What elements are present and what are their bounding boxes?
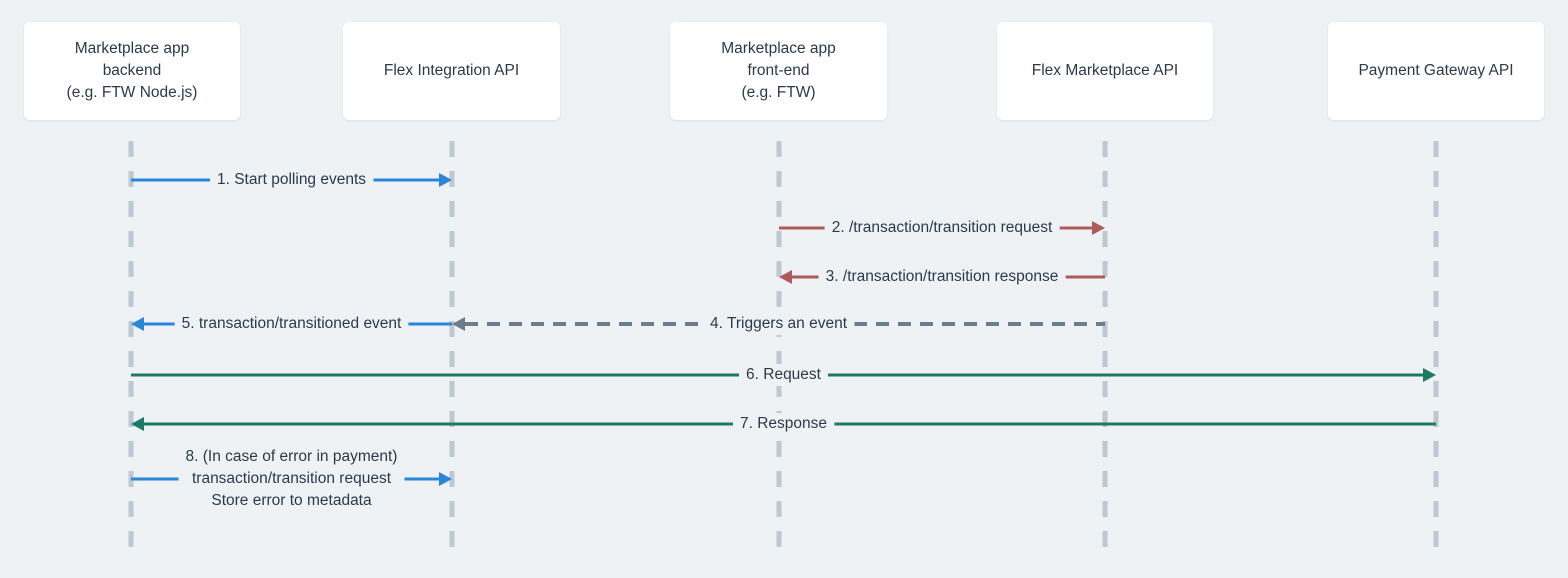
participant-label: Marketplace app front-end (e.g. FTW) <box>721 40 836 101</box>
participant-gateway: Payment Gateway API <box>1328 22 1544 120</box>
message-8 <box>131 472 452 486</box>
message-1 <box>131 173 452 187</box>
arrowhead-right <box>1092 221 1105 235</box>
arrowhead-right <box>439 472 452 486</box>
participant-label: Marketplace app backend (e.g. FTW Node.j… <box>66 40 198 101</box>
message-4 <box>452 317 1105 331</box>
arrowhead-left <box>131 317 144 331</box>
participant-marketplace: Flex Marketplace API <box>997 22 1213 120</box>
arrowhead-left <box>452 317 465 331</box>
participant-frontend: Marketplace app front-end (e.g. FTW) <box>670 22 887 120</box>
arrowhead-right <box>439 173 452 187</box>
message-6 <box>131 368 1436 382</box>
message-2 <box>779 221 1105 235</box>
message-3 <box>779 270 1105 284</box>
arrowhead-left <box>131 417 144 431</box>
participant-label: Flex Marketplace API <box>1031 62 1179 79</box>
participant-label: Flex Integration API <box>383 62 520 79</box>
arrowhead-right <box>1423 368 1436 382</box>
message-5 <box>131 317 452 331</box>
message-7 <box>131 417 1436 431</box>
participant-label: Payment Gateway API <box>1358 62 1514 79</box>
participant-backend: Marketplace app backend (e.g. FTW Node.j… <box>24 22 240 120</box>
arrowhead-left <box>779 270 792 284</box>
participant-integration: Flex Integration API <box>343 22 560 120</box>
